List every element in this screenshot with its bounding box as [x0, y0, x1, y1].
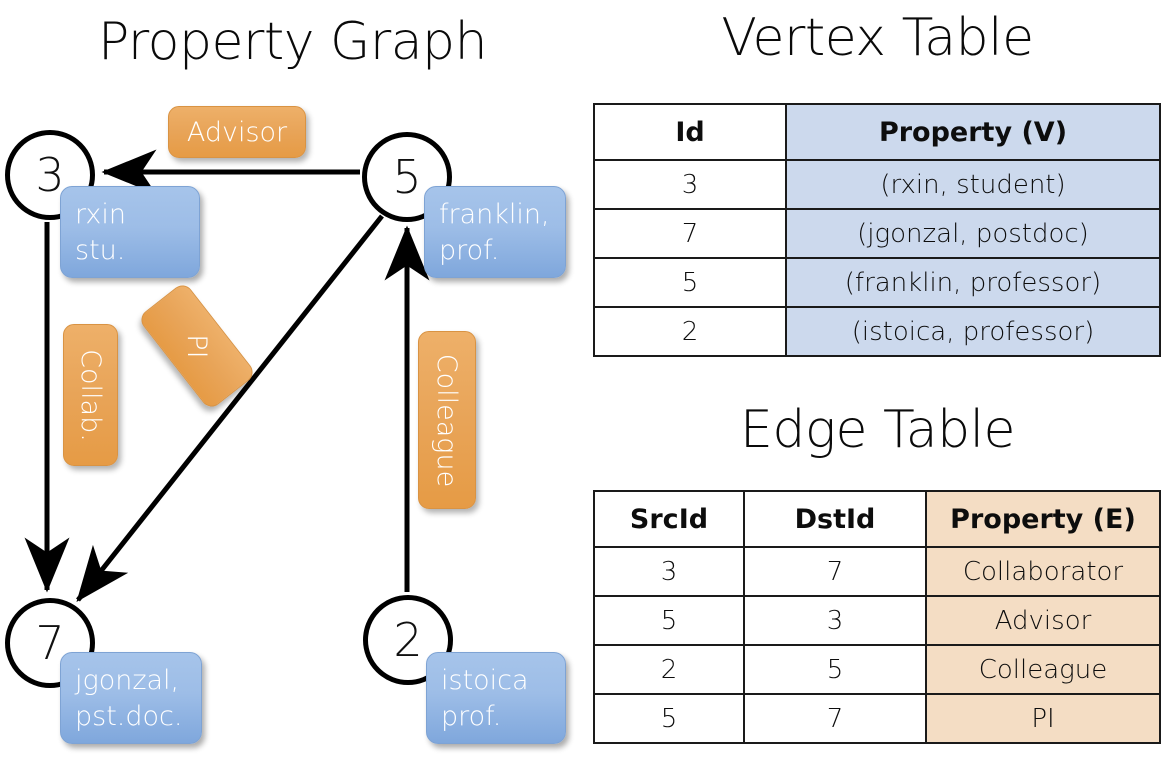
edge-table-cell-dstid: 7	[743, 693, 927, 744]
edge-label-advisor-text: Advisor	[186, 116, 288, 148]
node-property-jgonzal-line1: jgonzal,	[75, 665, 180, 696]
vertex-table-row[interactable]: 7 (jgonzal, postdoc)	[593, 208, 1161, 259]
page-title-property-graph: Property Graph	[97, 12, 488, 72]
vertex-table-cell-id: 2	[593, 306, 787, 357]
node-property-box-istoica[interactable]: istoica prof.	[426, 652, 566, 744]
edge-table-header-srcid: SrcId	[593, 490, 745, 548]
node-property-istoica-line2: prof.	[441, 701, 502, 733]
vertex-table-cell-property: (franklin, professor)	[785, 257, 1161, 308]
edge-table-header-property: Property (E)	[925, 490, 1161, 548]
edge-table-cell-dstid: 3	[743, 595, 927, 646]
node-property-box-rxin[interactable]: rxin stu.	[60, 186, 200, 278]
edge-table-row[interactable]: 2 5 Colleague	[593, 644, 1161, 695]
node-property-box-franklin[interactable]: franklin, prof.	[424, 186, 566, 278]
vertex-table-cell-property: (jgonzal, postdoc)	[785, 208, 1161, 259]
vertex-table: Id Property (V) 3 (rxin, student) 7 (jgo…	[593, 103, 1161, 357]
node-property-franklin-line2: prof.	[439, 235, 500, 267]
edge-label-box-advisor[interactable]: Advisor	[168, 106, 306, 158]
edge-label-colleague-text: Colleague	[431, 353, 463, 487]
vertex-table-row[interactable]: 5 (franklin, professor)	[593, 257, 1161, 308]
node-property-istoica-line1: istoica	[441, 665, 529, 696]
graph-edges-layer	[24, 149, 430, 602]
graph-node-5[interactable]: 5	[362, 132, 452, 222]
vertex-table-cell-id: 7	[593, 208, 787, 259]
vertex-table-header-id: Id	[593, 103, 787, 161]
vertex-table-header-row: Id Property (V)	[593, 103, 1161, 161]
edge-table-row[interactable]: 3 7 Collaborator	[593, 546, 1161, 597]
vertex-table-row[interactable]: 3 (rxin, student)	[593, 159, 1161, 210]
edge-table-cell-dstid: 5	[743, 644, 927, 695]
edge-table-cell-srcid: 5	[593, 595, 745, 646]
vertex-table-row[interactable]: 2 (istoica, professor)	[593, 306, 1161, 357]
edge-table-cell-property: Collaborator	[925, 546, 1161, 597]
edge-table-cell-property: Colleague	[925, 644, 1161, 695]
graph-edge-5-to-7	[76, 214, 384, 602]
edge-label-pi-text: PI	[181, 333, 213, 359]
edge-label-box-colleague[interactable]: Colleague	[418, 331, 476, 509]
edge-table-cell-property: Advisor	[925, 595, 1161, 646]
graph-node-2-label: 2	[393, 613, 423, 667]
node-property-franklin-line1: franklin,	[439, 199, 550, 230]
graph-node-7-label: 7	[35, 616, 65, 670]
node-property-rxin-line2: stu.	[75, 235, 126, 267]
graph-node-3-label: 3	[35, 148, 65, 202]
edge-table-cell-srcid: 5	[593, 693, 745, 744]
vertex-table-cell-id: 5	[593, 257, 787, 308]
node-property-jgonzal-line2: pst.doc.	[75, 701, 183, 733]
vertex-table-cell-id: 3	[593, 159, 787, 210]
edge-table-cell-dstid: 7	[743, 546, 927, 597]
node-property-box-jgonzal[interactable]: jgonzal, pst.doc.	[60, 652, 202, 744]
edge-label-collab-text: Collab.	[75, 348, 106, 442]
edge-label-box-collab[interactable]: Collab.	[63, 324, 118, 466]
edge-table-row[interactable]: 5 3 Advisor	[593, 595, 1161, 646]
vertex-table-cell-property: (rxin, student)	[785, 159, 1161, 210]
page-title-edge-table: Edge Table	[739, 400, 1016, 460]
edge-table-cell-property: PI	[925, 693, 1161, 744]
edge-table-header-dstid: DstId	[743, 490, 927, 548]
edge-table: SrcId DstId Property (E) 3 7 Collaborato…	[593, 490, 1161, 744]
node-property-rxin-line1: rxin	[75, 199, 126, 230]
edge-table-header-row: SrcId DstId Property (E)	[593, 490, 1161, 548]
edge-table-cell-srcid: 3	[593, 546, 745, 597]
edge-table-row[interactable]: 5 7 PI	[593, 693, 1161, 744]
page-title-vertex-table: Vertex Table	[721, 8, 1034, 68]
property-graph-diagram: 3 5 7 2 rxin stu. franklin, prof. jgonza…	[5, 106, 566, 744]
vertex-table-header-property: Property (V)	[785, 103, 1161, 161]
vertex-table-cell-property: (istoica, professor)	[785, 306, 1161, 357]
edge-table-cell-srcid: 2	[593, 644, 745, 695]
graph-node-2[interactable]: 2	[363, 595, 453, 685]
graph-node-5-label: 5	[392, 150, 422, 204]
